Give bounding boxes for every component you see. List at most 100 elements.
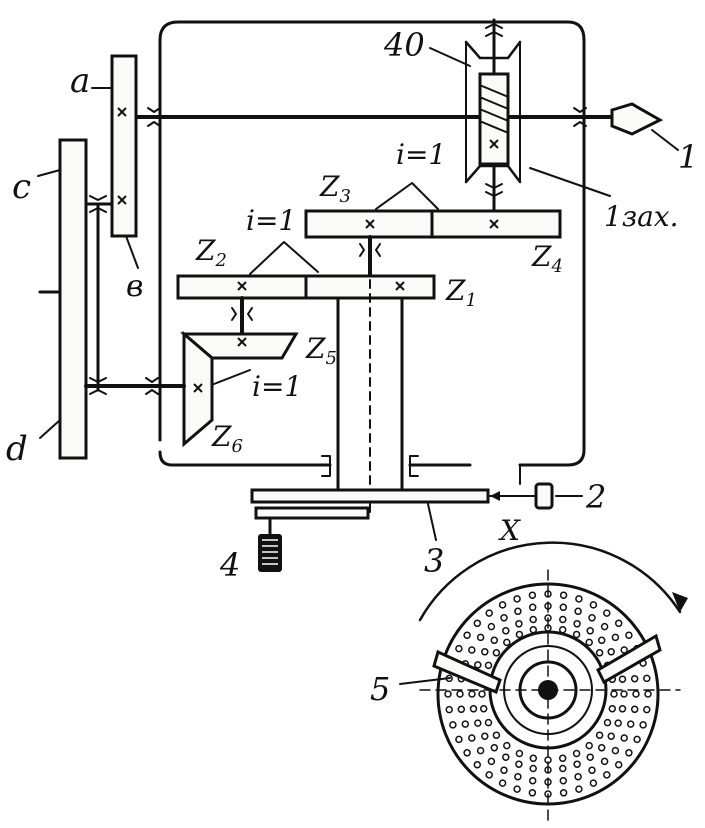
index-hole <box>585 638 593 647</box>
index-hole <box>633 735 641 744</box>
index-hole <box>572 749 581 758</box>
index-hole <box>559 615 567 624</box>
index-hole <box>589 601 598 609</box>
index-hole <box>559 789 568 797</box>
pin-2-icon <box>534 482 554 510</box>
ratio-label-z2z1: i=1 <box>246 204 296 237</box>
index-hole <box>588 766 596 774</box>
index-hole <box>474 661 482 669</box>
index-hole <box>603 771 611 779</box>
index-hole <box>502 627 510 635</box>
index-hole <box>468 734 476 742</box>
index-hole <box>476 633 485 642</box>
index-hole <box>515 630 524 639</box>
bearing-z3 <box>359 243 381 257</box>
index-hole <box>515 749 524 758</box>
index-hole <box>479 704 488 713</box>
index-hole <box>644 690 652 698</box>
index-hole <box>487 622 496 631</box>
index-hole <box>639 721 647 729</box>
label-40: 40 <box>383 26 425 64</box>
index-hole <box>572 630 581 639</box>
index-hole <box>573 620 581 628</box>
leader-1 <box>651 129 679 151</box>
index-hole <box>503 741 511 750</box>
index-hole <box>559 776 568 785</box>
index-hole <box>614 760 623 769</box>
index-hole <box>608 704 617 713</box>
index-hole <box>474 719 482 727</box>
index-hole <box>515 760 523 768</box>
label-5: 5 <box>370 670 390 708</box>
index-hole <box>573 760 581 768</box>
top-shaft-bearing-left <box>147 107 161 127</box>
index-hole <box>585 741 593 750</box>
index-hole <box>498 601 507 609</box>
axis-markers <box>117 107 499 393</box>
index-hole <box>586 753 594 761</box>
sector-arm-right <box>596 633 662 685</box>
leader-5 <box>399 677 451 685</box>
index-hole <box>529 615 537 624</box>
index-hole <box>630 674 639 683</box>
index-hole <box>463 749 471 757</box>
index-hole <box>626 720 635 728</box>
knob-4-icon <box>258 534 282 572</box>
index-hole <box>559 764 567 773</box>
leader-zax <box>529 167 611 197</box>
sector-arc-x <box>418 541 682 622</box>
index-hole <box>625 631 633 639</box>
index-hole <box>620 734 628 742</box>
leader-40 <box>429 47 471 67</box>
index-hole <box>528 591 537 599</box>
index-hole <box>610 690 618 698</box>
index-plate-3 <box>250 488 490 504</box>
index-hole <box>485 609 493 617</box>
leader-b <box>125 235 139 269</box>
index-hole <box>473 619 482 628</box>
index-hole <box>529 754 538 763</box>
index-hole <box>595 731 604 739</box>
label-1: 1 <box>678 138 698 176</box>
gear-c <box>58 138 88 460</box>
index-hole <box>457 705 466 714</box>
index-hole <box>487 757 496 766</box>
index-hole <box>500 766 508 774</box>
index-hole <box>478 690 486 698</box>
label-z6: Z6 <box>211 420 243 457</box>
index-hole <box>643 674 651 683</box>
index-hole <box>503 638 511 647</box>
index-hole <box>603 609 611 617</box>
label-d: d <box>6 429 28 469</box>
index-hole <box>492 731 501 739</box>
label-3: 3 <box>424 542 444 580</box>
index-hole <box>514 607 522 616</box>
worm-wheel-40 <box>464 18 522 222</box>
label-x: X <box>498 514 521 547</box>
index-hole <box>632 690 640 698</box>
index-hole <box>614 619 623 628</box>
index-hole <box>588 614 596 622</box>
ratio-label-z5z6: i=1 <box>252 370 302 403</box>
index-hole <box>455 735 463 744</box>
index-hole <box>444 690 452 698</box>
spindle-bearings <box>321 455 419 477</box>
index-hole <box>445 705 453 714</box>
index-hole <box>589 779 598 787</box>
ratio-bracket-z3z4 <box>375 182 439 210</box>
index-hole <box>502 753 510 761</box>
index-hole <box>484 661 493 670</box>
index-hole <box>600 622 609 631</box>
index-hole <box>611 746 620 755</box>
gear-a <box>110 54 138 238</box>
index-hole <box>456 690 464 698</box>
sector-arrow-head <box>672 592 688 612</box>
index-hole <box>559 591 568 599</box>
index-hole <box>528 603 537 612</box>
index-hole <box>607 648 615 656</box>
label-c: c <box>12 167 31 207</box>
index-hole <box>500 614 508 622</box>
change-gear-bearings <box>89 195 159 395</box>
index-hole <box>528 776 537 785</box>
